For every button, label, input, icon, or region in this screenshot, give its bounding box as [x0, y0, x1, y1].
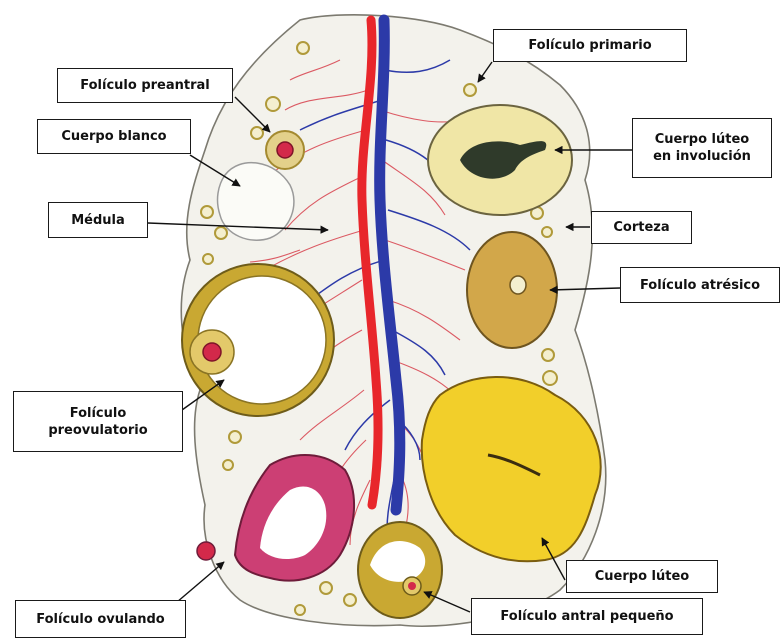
- label-cuerpo-luteo-involucion: Cuerpo lúteo en involución: [632, 118, 772, 178]
- small-antral-follicle: [358, 522, 442, 618]
- label-foliculo-antral-pequeno: Folículo antral pequeño: [471, 598, 703, 635]
- label-cuerpo-luteo: Cuerpo lúteo: [566, 560, 718, 593]
- atretic-follicle: [467, 232, 557, 348]
- label-foliculo-ovulando: Folículo ovulando: [15, 600, 186, 638]
- label-corteza: Corteza: [591, 211, 692, 244]
- label-medula: Médula: [48, 202, 148, 238]
- label-cuerpo-blanco: Cuerpo blanco: [37, 119, 191, 154]
- involuting-corpus-luteum: [428, 105, 572, 215]
- label-foliculo-preovulatorio: Folículo preovulatorio: [13, 391, 183, 452]
- label-foliculo-atresico: Folículo atrésico: [620, 267, 780, 303]
- label-foliculo-primario: Folículo primario: [493, 29, 687, 62]
- preantral-follicle: [266, 131, 304, 169]
- label-foliculo-preantral: Folículo preantral: [57, 68, 233, 103]
